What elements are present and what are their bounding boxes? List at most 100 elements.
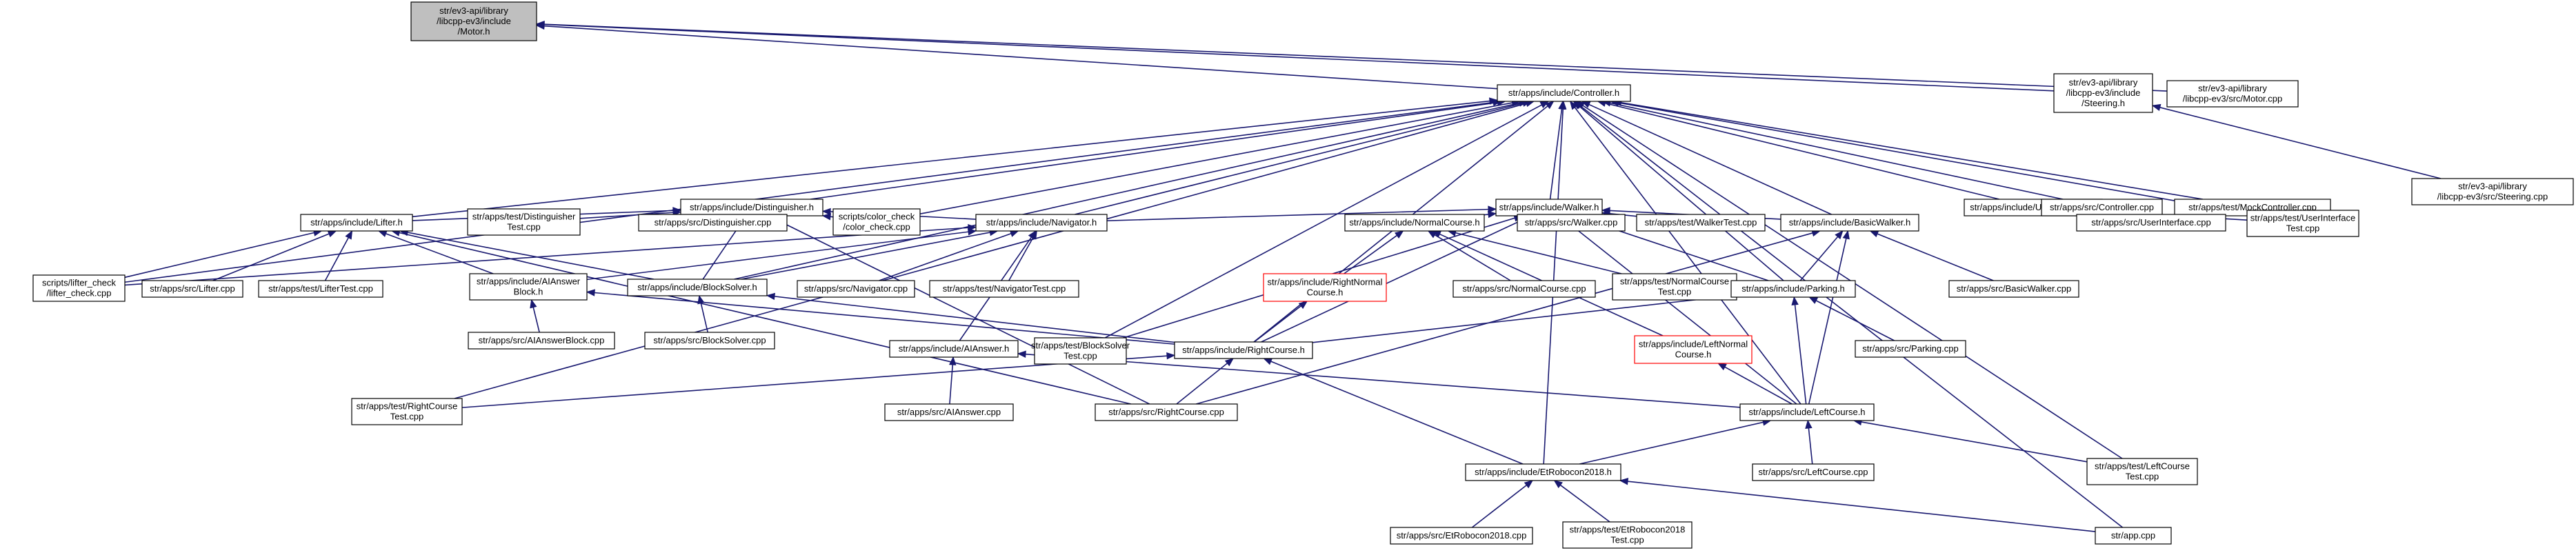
node-label-line: str/apps/test/WalkerTest.cpp — [1645, 217, 1757, 228]
arrowhead-controller_h — [1545, 101, 1555, 110]
node-walker-h[interactable]: str/apps/include/Walker.h — [1495, 199, 1603, 216]
node-box — [929, 280, 1079, 298]
node-box — [832, 208, 921, 236]
node-walkertest-cpp[interactable]: str/apps/test/WalkerTest.cpp — [1636, 214, 1766, 232]
arrowhead-blocksolver_h — [766, 292, 776, 301]
node-label-line: /Motor.h — [458, 26, 490, 37]
node-navigator-h[interactable]: str/apps/include/Navigator.h — [975, 214, 1108, 232]
node-etrobocon2018-h[interactable]: str/apps/include/EtRobocon2018.h — [1465, 463, 1621, 481]
arrowhead-navigator_h — [1028, 230, 1037, 240]
node-box — [2095, 527, 2172, 545]
node-label-line: str/apps/include/AIAnswer — [477, 276, 581, 287]
node-distinguisher-cpp[interactable]: str/apps/src/Distinguisher.cpp — [638, 214, 788, 232]
node-lifter-check[interactable]: scripts/lifter_check/lifter_check.cpp — [32, 274, 126, 302]
node-label-line: Test.cpp — [1064, 351, 1097, 361]
node-blocksolver-h[interactable]: str/apps/include/BlockSolver.h — [627, 279, 768, 296]
node-navigatortest-cpp[interactable]: str/apps/test/NavigatorTest.cpp — [929, 280, 1079, 298]
node-leftcourse-cpp[interactable]: str/apps/src/LeftCourse.cpp — [1752, 463, 1875, 481]
edge-rightcourse_h-to-parking_h — [1312, 296, 1724, 343]
node-label-line: Test.cpp — [507, 222, 540, 232]
edge-basicwalker_h-to-controller_h — [1588, 103, 1832, 215]
arrowhead-navigator_h — [1009, 230, 1019, 237]
node-navigator-cpp[interactable]: str/apps/src/Navigator.cpp — [797, 280, 915, 298]
edges-layer — [124, 20, 2442, 532]
node-walker-cpp[interactable]: str/apps/src/Walker.cpp — [1517, 214, 1626, 232]
node-color-check[interactable]: scripts/color_check/color_check.cpp — [832, 208, 921, 236]
node-liftertest-cpp[interactable]: str/apps/test/LifterTest.cpp — [258, 280, 383, 298]
edge-leftcourse_h-to-parking_h — [1794, 304, 1807, 405]
edge-etrobocon2018_h-to-leftcourse_h — [1579, 421, 1764, 465]
arrowhead-basicwalker_h — [1835, 230, 1844, 240]
node-label-line: str/ev3-api/library — [2458, 181, 2527, 192]
node-box — [644, 332, 775, 350]
node-userinterface-cpp[interactable]: str/apps/src/UserInterface.cpp — [2076, 214, 2226, 232]
edge-lifter_check-to-controller_h — [124, 101, 1494, 283]
edge-parking_cpp-to-parking_h — [1815, 300, 1895, 341]
node-box — [258, 280, 383, 298]
node-lifter-h[interactable]: str/apps/include/Lifter.h — [300, 214, 413, 232]
node-box — [1034, 337, 1127, 365]
edge-parking_h-to-controller_h — [1579, 105, 1784, 281]
node-lifter-cpp[interactable]: str/apps/src/Lifter.cpp — [141, 280, 243, 298]
edge-steering_cpp-to-steering_h — [2159, 107, 2442, 179]
node-motor-cpp[interactable]: str/ev3-api/library/libcpp-ev3/src/Motor… — [2166, 80, 2299, 108]
edge-distinguishertest_cpp-to-distinguisher_h — [579, 212, 674, 219]
node-leftcourse-h[interactable]: str/apps/include/LeftCourse.h — [1739, 403, 1875, 421]
node-basicwalker-cpp[interactable]: str/apps/src/BasicWalker.cpp — [1948, 280, 2079, 298]
node-aianswerblock-cpp[interactable]: str/apps/src/AIAnswerBlock.cpp — [468, 332, 615, 350]
edge-etrobocon2018test_cpp-to-etrobocon2018_h — [1559, 484, 1610, 523]
node-steering-cpp[interactable]: str/ev3-api/library/libcpp-ev3/src/Steer… — [2411, 178, 2574, 205]
arrowhead-parking_h — [1808, 296, 1819, 304]
edge-leftcourse_h-to-controller_h — [1574, 107, 1801, 405]
node-label-line: str/apps/src/LeftCourse.cpp — [1759, 467, 1868, 477]
node-rightcourse-h[interactable]: str/apps/include/RightCourse.h — [1174, 341, 1313, 359]
node-label-line: Test.cpp — [390, 412, 423, 422]
node-label-line: str/apps/include/LeftCourse.h — [1748, 407, 1865, 417]
node-basicwalker-h[interactable]: str/apps/include/BasicWalker.h — [1780, 214, 1919, 232]
node-label-line: str/apps/include/Walker.h — [1499, 202, 1599, 212]
node-box — [1780, 214, 1919, 232]
node-aianswer-h[interactable]: str/apps/include/AIAnswer.h — [889, 340, 1019, 358]
node-blocksolver-cpp[interactable]: str/apps/src/BlockSolver.cpp — [644, 332, 775, 350]
edge-lifter_cpp-to-lifter_h — [212, 233, 330, 281]
edge-mockcontroller_cpp-to-controller_h — [1621, 102, 2203, 200]
node-parking-h[interactable]: str/apps/include/Parking.h — [1730, 280, 1856, 298]
edge-distinguisher_h-to-controller_h — [810, 101, 1498, 200]
edge-blocksolver_h-to-controller_h — [734, 102, 1520, 280]
node-steering-h[interactable]: str/ev3-api/library/libcpp-ev3/include/S… — [2053, 73, 2153, 113]
node-app-cpp[interactable]: str/app.cpp — [2095, 527, 2172, 545]
node-box — [467, 208, 581, 236]
edge-blocksolvertest_cpp-to-controller_h — [1104, 104, 1542, 339]
node-label-line: str/apps/include/Distinguisher.h — [690, 202, 814, 212]
node-controller-h[interactable]: str/apps/include/Controller.h — [1497, 84, 1631, 102]
edge-rightcourse_h-to-rightnormalcourse_h — [1254, 305, 1301, 343]
node-label-line: str/apps/src/Navigator.cpp — [804, 283, 908, 294]
node-parking-cpp[interactable]: str/apps/src/Parking.cpp — [1855, 340, 1966, 358]
node-normalcourse-h[interactable]: str/apps/include/NormalCourse.h — [1344, 214, 1485, 232]
node-controller-cpp[interactable]: str/apps/src/Controller.cpp — [2041, 199, 2163, 216]
node-rightcourse-cpp[interactable]: str/apps/src/RightCourse.cpp — [1095, 403, 1238, 421]
node-aianswerblock-h[interactable]: str/apps/include/AIAnswerBlock.h — [469, 273, 588, 301]
node-aianswer-cpp[interactable]: str/apps/src/AIAnswer.cpp — [884, 403, 1014, 421]
node-box — [1452, 280, 1596, 298]
node-distinguisher-h[interactable]: str/apps/include/Distinguisher.h — [680, 199, 823, 216]
node-normalcourse-cpp[interactable]: str/apps/src/NormalCourse.cpp — [1452, 280, 1596, 298]
edge-lifter_check-to-lifter_h — [124, 232, 314, 279]
arrowhead-lifter_h — [345, 230, 353, 240]
node-etrobocon2018-cpp[interactable]: str/apps/src/EtRobocon2018.cpp — [1390, 527, 1533, 545]
node-label-line: str/apps/src/Walker.cpp — [1525, 217, 1618, 228]
node-label-line: str/apps/test/RightCourse — [357, 401, 458, 412]
node-label-line: str/apps/include/Lifter.h — [310, 217, 403, 228]
node-box — [627, 279, 768, 296]
node-label-line: str/apps/src/RightCourse.cpp — [1108, 407, 1224, 417]
node-box — [1562, 521, 1693, 549]
